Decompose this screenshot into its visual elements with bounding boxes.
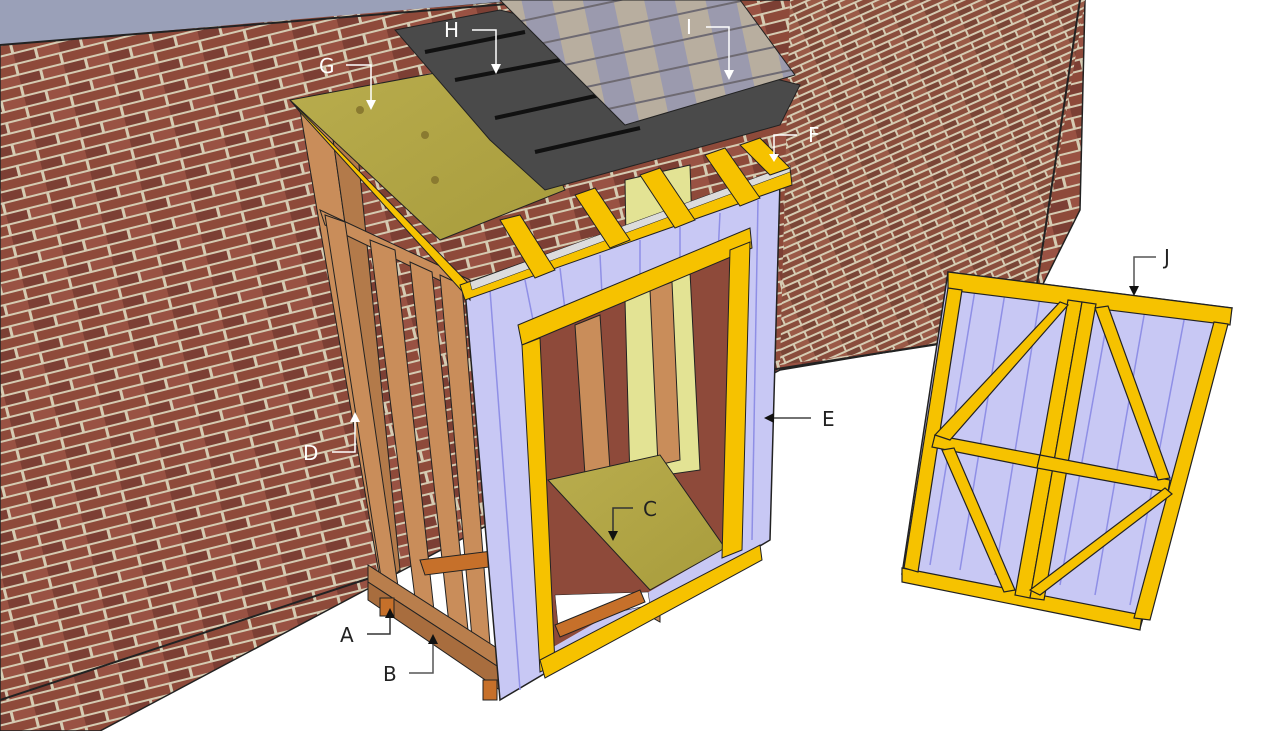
- shed-left-wall-frame: [299, 109, 546, 701]
- shed-roof: [288, 0, 801, 302]
- label-f: F: [808, 123, 820, 147]
- label-b: B: [383, 662, 397, 686]
- shed-double-doors: [901, 271, 1233, 631]
- label-e: E: [822, 407, 835, 431]
- asphalt-shingles: [499, 0, 796, 126]
- label-j: J: [1162, 245, 1170, 269]
- callouts: [332, 26, 1156, 674]
- label-h: H: [444, 18, 459, 42]
- label-a: A: [340, 623, 354, 647]
- label-g: G: [319, 54, 335, 78]
- label-i: I: [686, 15, 692, 39]
- labels: G H I F D E C A B J: [303, 15, 1170, 686]
- shed-front-siding: [464, 180, 781, 702]
- label-c: C: [643, 497, 657, 521]
- label-d: D: [303, 441, 318, 465]
- support-block-b: [482, 679, 498, 701]
